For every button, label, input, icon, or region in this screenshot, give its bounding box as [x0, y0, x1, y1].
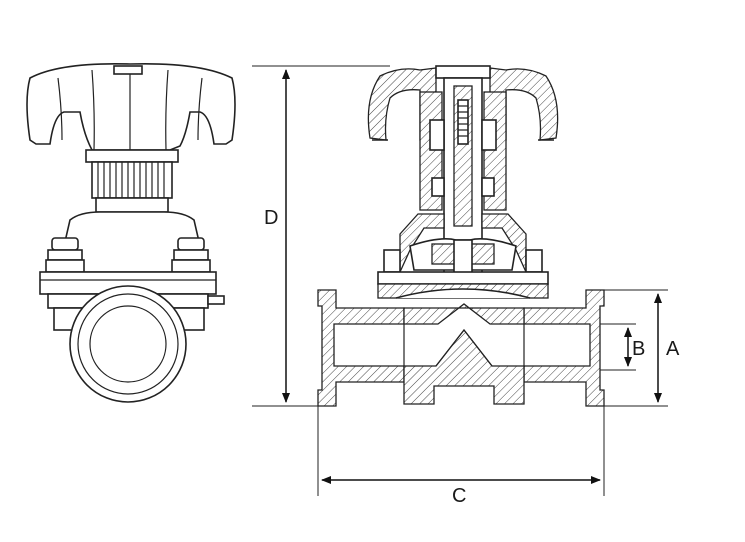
pipe-end-side — [69, 285, 187, 403]
dimensions: D A B C — [252, 65, 680, 507]
handwheel-side — [26, 62, 236, 151]
bonnet-section — [377, 213, 549, 299]
side-view — [26, 62, 236, 403]
dimension-b-label: B — [632, 338, 645, 360]
dimension-c-label: C — [452, 485, 466, 507]
bonnet-side — [39, 211, 225, 331]
stem-spline-side — [85, 149, 179, 213]
valve-body-section — [317, 289, 605, 407]
handwheel-section — [367, 65, 559, 141]
dimension-a-label: A — [666, 338, 680, 360]
section-view — [317, 65, 605, 407]
dimension-d-label: D — [264, 207, 278, 229]
